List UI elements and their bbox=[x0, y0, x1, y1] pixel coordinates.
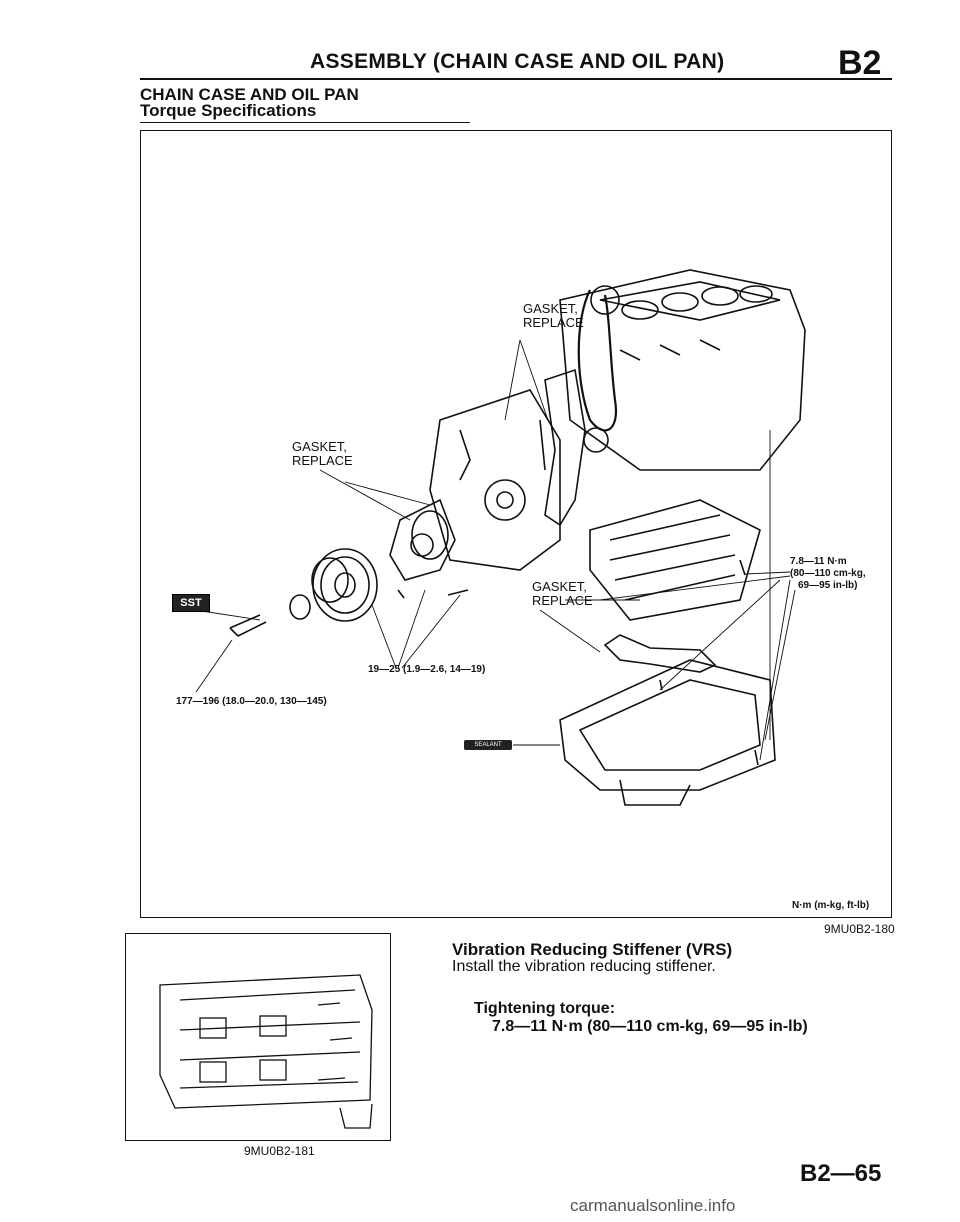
header-divider bbox=[140, 78, 892, 80]
figure-id-vrs: 9MU0B2-181 bbox=[244, 1144, 315, 1158]
engine-block bbox=[559, 269, 806, 471]
chain-case-gasket bbox=[544, 368, 586, 527]
section-code: B2 bbox=[838, 44, 882, 82]
label-torque-pulley: 177—196 (18.0—20.0, 130—145) bbox=[176, 696, 327, 707]
label-torque-vrs-3: 69—95 in-lb) bbox=[798, 580, 858, 591]
label-gasket-mid-2: REPLACE bbox=[532, 593, 593, 608]
chain-case-cover bbox=[429, 389, 561, 571]
oil-strainer bbox=[603, 634, 717, 673]
vrs-stiffener bbox=[589, 499, 761, 621]
label-torque-cover: 19—25 (1.9—2.6, 14—19) bbox=[368, 664, 486, 675]
exploded-view-figure bbox=[140, 130, 892, 918]
units-note: N·m (m-kg, ft-lb) bbox=[792, 900, 870, 911]
label-gasket-top-2: REPLACE bbox=[523, 315, 584, 330]
section-subtitle: Torque Specifications bbox=[140, 101, 317, 120]
watermark: carmanualsonline.info bbox=[570, 1196, 736, 1215]
torque-heading: Tightening torque: bbox=[474, 1000, 616, 1017]
vrs-instruction: Install the vibration reducing stiffener… bbox=[452, 958, 716, 975]
section-title: CHAIN CASE AND OIL PAN bbox=[140, 85, 359, 104]
label-gasket-mid-1: GASKET, bbox=[532, 579, 587, 594]
page-header-title: ASSEMBLY (CHAIN CASE AND OIL PAN) bbox=[310, 50, 725, 73]
label-torque-vrs-1: 7.8—11 N·m bbox=[790, 556, 847, 567]
pulley-bolt bbox=[229, 614, 267, 637]
subtitle-underline bbox=[140, 122, 470, 123]
label-torque-vrs-2: (80—110 cm-kg, bbox=[790, 568, 866, 579]
oil-pan bbox=[559, 659, 776, 791]
sealant-tube-label: SEALANT bbox=[464, 740, 512, 750]
torque-value: 7.8—11 N·m (80—110 cm-kg, 69—95 in-lb) bbox=[492, 1018, 808, 1035]
label-gasket-left-1: GASKET, bbox=[292, 439, 347, 454]
label-gasket-top-1: GASKET, bbox=[523, 301, 578, 316]
vrs-figure bbox=[125, 933, 391, 1141]
vrs-heading: Vibration Reducing Stiffener (VRS) bbox=[452, 940, 733, 959]
page-number: B2—65 bbox=[800, 1160, 882, 1187]
timing-chain bbox=[577, 289, 618, 432]
figure-id-main: 9MU0B2-180 bbox=[824, 922, 895, 936]
water-pump bbox=[389, 498, 456, 581]
sst-badge: SST bbox=[172, 594, 210, 612]
label-gasket-left-2: REPLACE bbox=[292, 453, 353, 468]
